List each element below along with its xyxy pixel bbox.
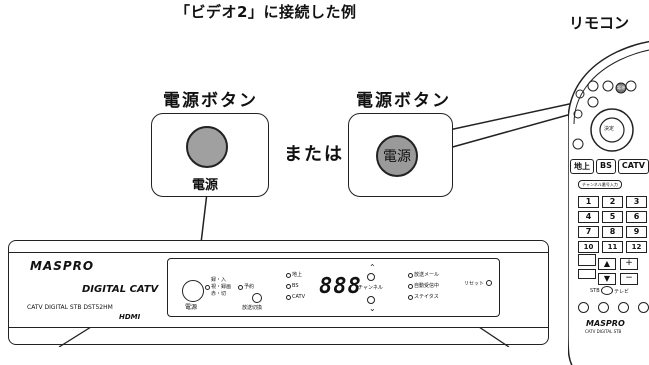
func-button-icon[interactable] (578, 302, 589, 313)
status-broadcast-mail: 放送メール (408, 272, 439, 278)
callout-left-label: 電源ボタン (163, 91, 258, 111)
led-icon (238, 285, 243, 290)
segment-display: 888 (319, 274, 362, 299)
channel-up-icon[interactable]: ⌃ (369, 263, 376, 272)
key-11[interactable]: 11 (602, 241, 623, 253)
page-title: 「ビデオ2」に接続した例 (175, 3, 357, 21)
led-power-line1: 録・入 (211, 277, 227, 283)
enter-label: 決定 (604, 126, 615, 132)
stb-power-button[interactable] (182, 280, 204, 302)
led-power-line2: 視・録画 (211, 284, 232, 290)
channel-label: チャンネル (358, 285, 383, 291)
led-icon (286, 273, 291, 278)
key-6[interactable]: 6 (626, 211, 647, 223)
volume-down-icon[interactable]: − (620, 273, 638, 285)
key-3[interactable]: 3 (626, 196, 647, 208)
broadcast-switch-button[interactable] (252, 293, 262, 303)
status-status: ステイタス (408, 294, 439, 300)
remote-power-button-zoom: 電源 (376, 135, 418, 177)
channel-input-button[interactable]: チャンネル番号入力 (578, 180, 622, 189)
tab-bs[interactable]: BS (596, 159, 616, 174)
remote-brand-sub: CATV DIGITAL STB (585, 329, 622, 334)
stb-feet (58, 327, 510, 347)
led-icon (205, 285, 210, 290)
remote-control: 決定 電源 地上 BS CATV チャンネル番号入力 1 2 3 4 5 6 7… (568, 32, 649, 365)
func-button-icon[interactable] (598, 302, 609, 313)
led-icon (408, 284, 413, 289)
key-2[interactable]: 2 (602, 196, 623, 208)
led-icon (286, 295, 291, 300)
channel-up-button[interactable] (367, 273, 375, 281)
tab-terrestrial[interactable]: 地上 (570, 159, 594, 174)
key-4[interactable]: 4 (578, 211, 599, 223)
remote-brand-logo: MASPRO (586, 319, 625, 328)
remote-power-zoom-text: 電源 (383, 149, 411, 165)
callout-right-label: 電源ボタン (356, 91, 451, 111)
channel-down-icon[interactable]: ⌄ (369, 304, 376, 313)
led-icon (408, 295, 413, 300)
status-auto-receive: 自動受信中 (408, 283, 439, 289)
reset-button[interactable] (486, 280, 492, 286)
reset-label: リセット (464, 281, 485, 287)
remote-aux-button-2[interactable] (578, 269, 596, 279)
callout-right: 電源 (348, 113, 453, 197)
led-icon (408, 273, 413, 278)
broadcast-item-catv: CATV (286, 294, 305, 300)
broadcast-item-bs: BS (286, 283, 299, 289)
broadcast-item-terrestrial: 地上 (286, 272, 302, 278)
remote-title: リモコン (569, 14, 630, 32)
led-power-line3: 赤・切 (211, 291, 227, 297)
number-keypad: 1 2 3 4 5 6 7 8 9 10 11 12 (578, 196, 647, 253)
led-timer: 予約 (244, 284, 255, 290)
key-9[interactable]: 9 (626, 226, 647, 238)
func-button-icon[interactable] (638, 302, 649, 313)
stb-power-button-zoom (186, 126, 228, 168)
func-button-icon[interactable] (618, 302, 629, 313)
front-panel: 電源 録・入 視・録画 赤・切 予約 放送切換 地上 BS CATV (167, 258, 500, 317)
key-7[interactable]: 7 (578, 226, 599, 238)
tv-label: テレビ (614, 289, 630, 295)
led-icon (286, 284, 291, 289)
tab-catv[interactable]: CATV (617, 159, 649, 174)
volume-up-icon[interactable]: + (620, 258, 638, 270)
key-8[interactable]: 8 (602, 226, 623, 238)
stb-device: MASPRO DIGITAL CATV CATV DIGITAL STB DST… (8, 240, 549, 347)
key-5[interactable]: 5 (602, 211, 623, 223)
remote-power-text: 電源 (617, 85, 625, 90)
stb-model-sub: CATV DIGITAL STB DST52HM (27, 304, 113, 311)
stb-label: STB (590, 288, 600, 294)
key-12[interactable]: 12 (626, 241, 647, 253)
stb-power-label: 電源 (185, 304, 198, 311)
channel-down-key-icon[interactable]: ▼ (598, 273, 616, 285)
key-10[interactable]: 10 (578, 241, 599, 253)
broadcast-switch-label: 放送切換 (242, 305, 263, 311)
remote-aux-button-1[interactable] (578, 254, 596, 266)
stb-tv-toggle-icon[interactable] (601, 286, 613, 295)
channel-down-button[interactable] (367, 296, 375, 304)
callout-left: 電源 (151, 113, 269, 197)
remote-func-row (578, 302, 649, 313)
remote-tabs: 地上 BS CATV (570, 159, 649, 174)
hdmi-logo: HDMI (119, 313, 141, 321)
stb-model-title: DIGITAL CATV (82, 284, 159, 295)
or-text: または (284, 144, 344, 165)
callout-left-caption: 電源 (192, 178, 219, 193)
key-1[interactable]: 1 (578, 196, 599, 208)
channel-up-key-icon[interactable]: ▲ (598, 258, 616, 270)
stb-brand-logo: MASPRO (30, 259, 95, 273)
